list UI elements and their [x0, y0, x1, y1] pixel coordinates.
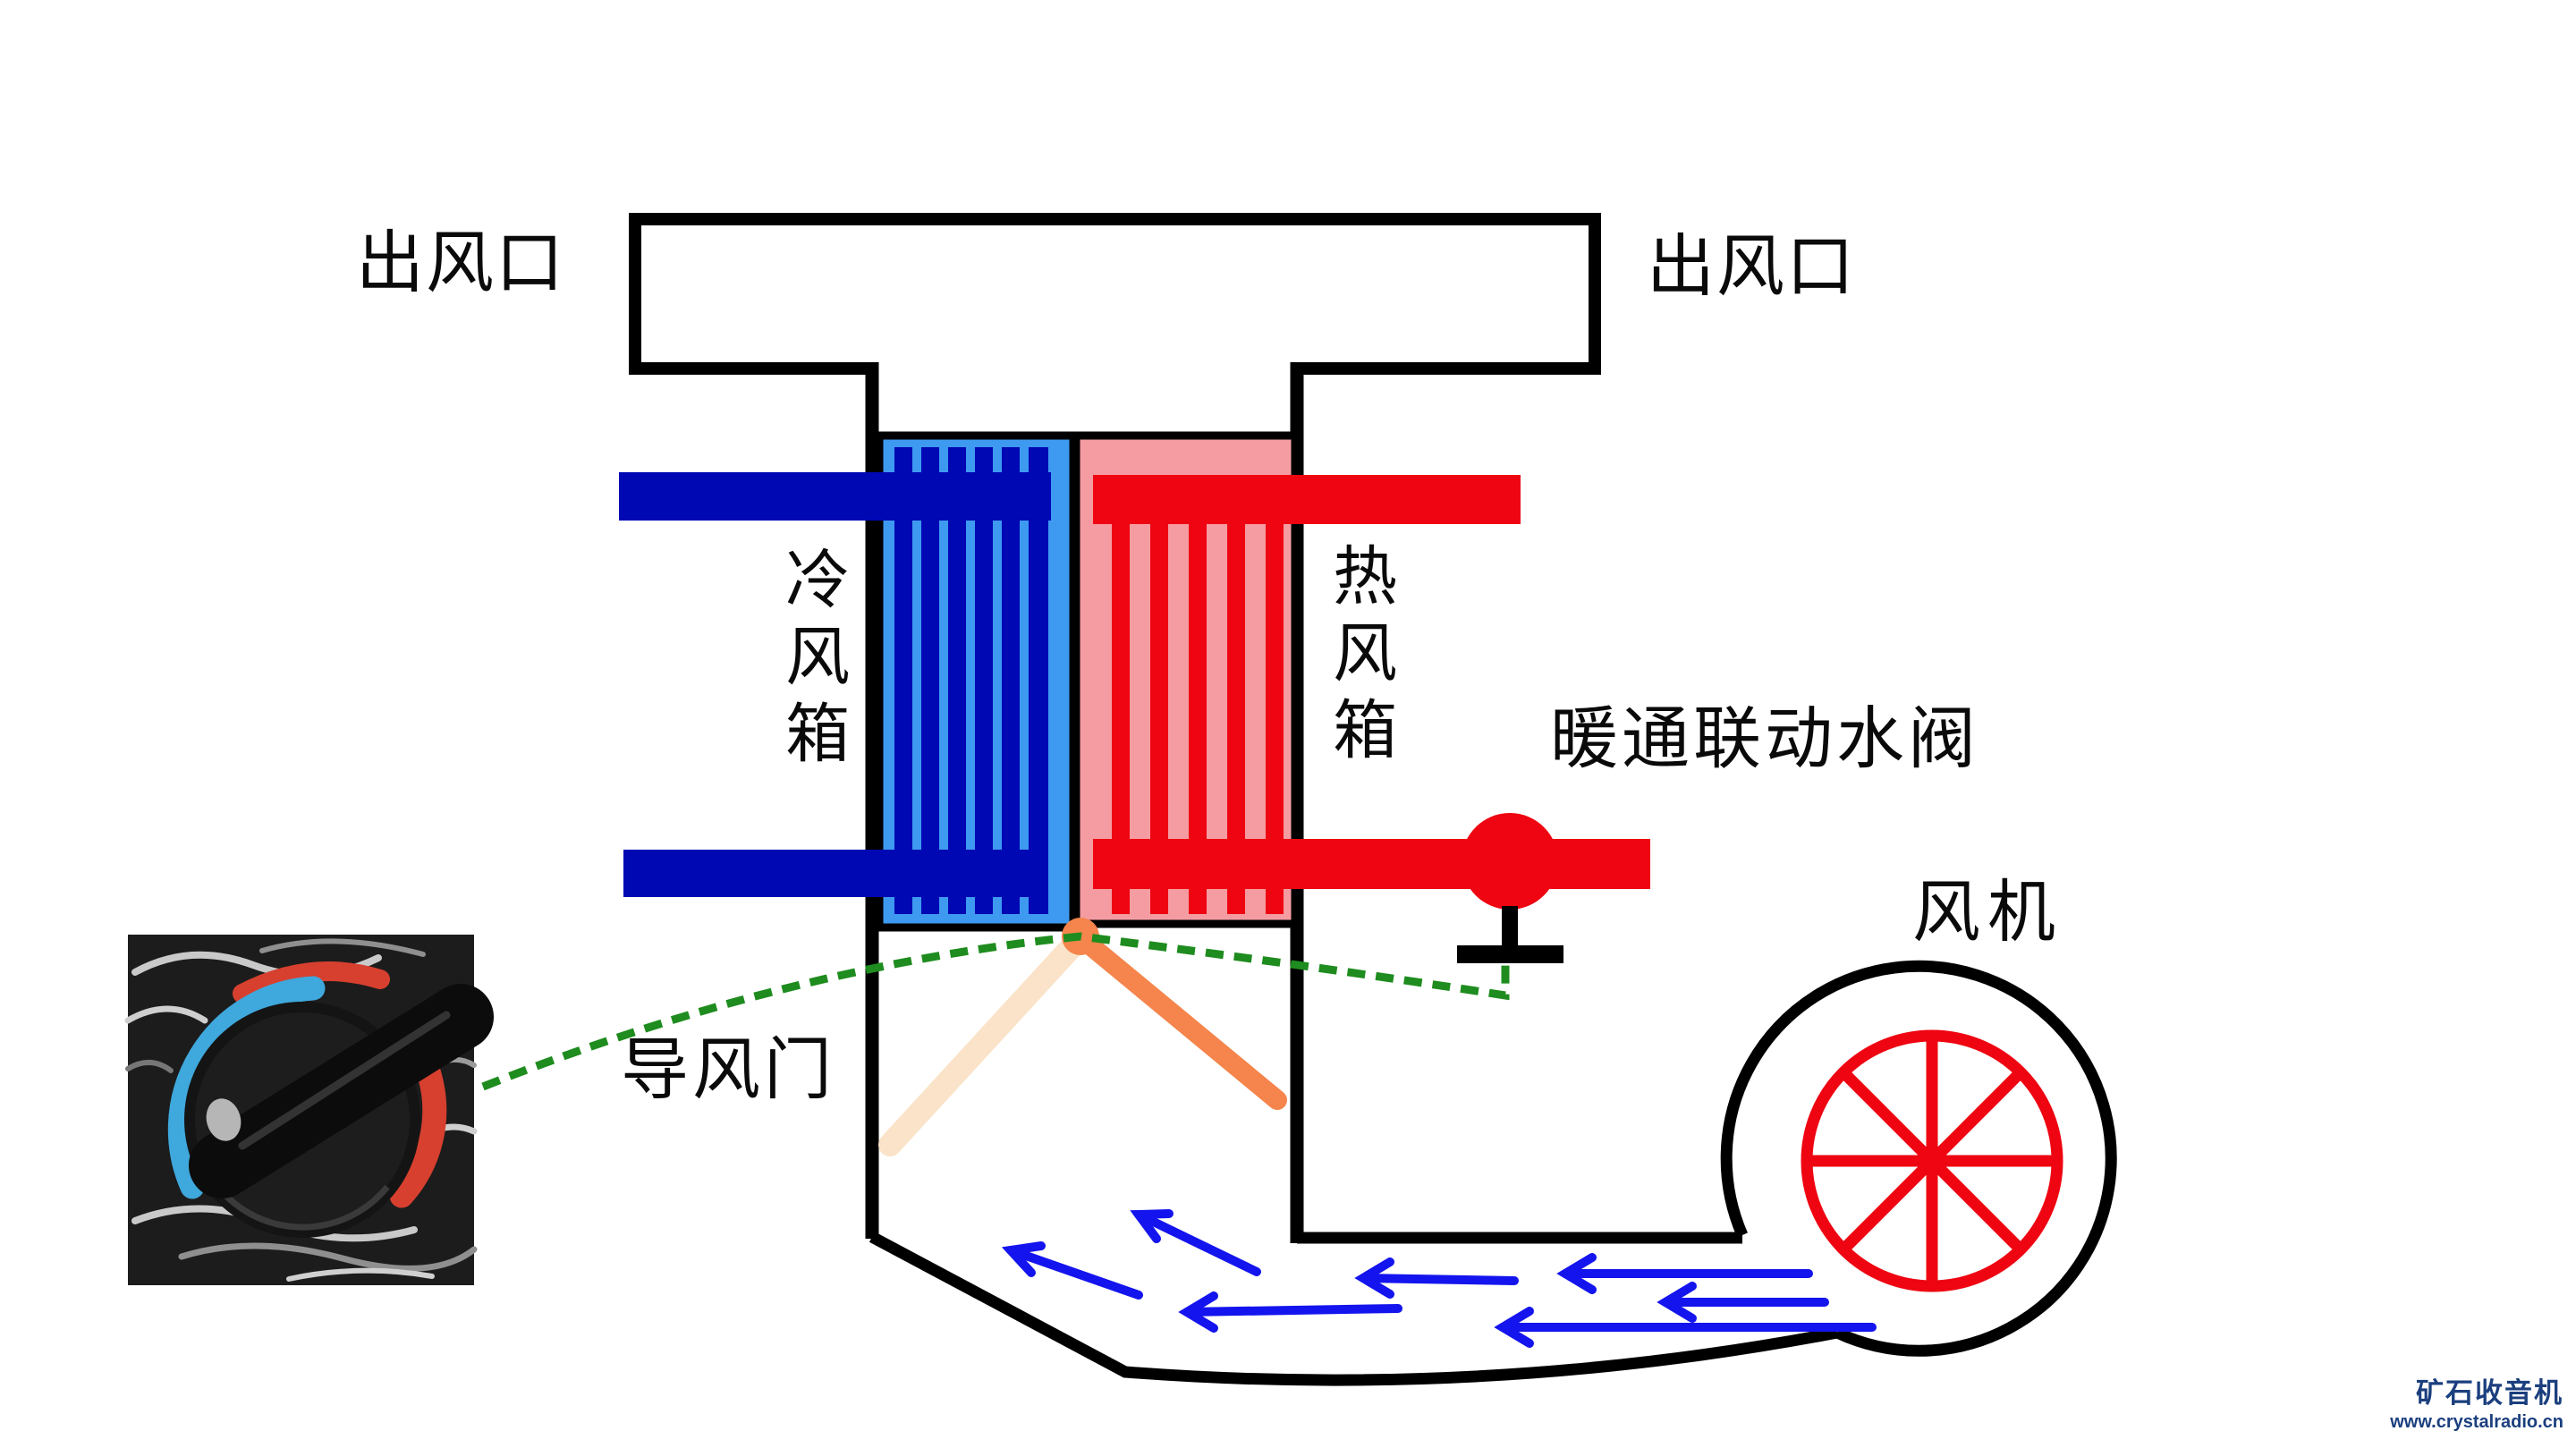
airflow-arrow [1001, 1241, 1143, 1300]
water-valve-ball [1462, 813, 1558, 910]
damper-flap [1071, 927, 1287, 1110]
knob-pointer-highlight [238, 1011, 451, 1150]
label-air-door: 导风门 [621, 1033, 835, 1108]
valve-base [1457, 945, 1563, 963]
airflow-arrow [1130, 1209, 1261, 1276]
fan-wheel [1801, 1029, 2063, 1292]
airflow-arrow [1657, 1282, 1829, 1323]
airflow-arrow [1556, 1253, 1813, 1294]
water-valve-mount [1457, 906, 1563, 963]
cold-water-pipes [619, 472, 1051, 897]
knob-pointer-lever [189, 984, 494, 1198]
cold-scale-arc [167, 976, 326, 1199]
airflow-arrows [1001, 1209, 1877, 1348]
cold-pipe-bottom [623, 850, 1045, 897]
watermark-site-url: www.crystalradio.cn [2390, 1412, 2563, 1431]
fan-scroll-housing [1720, 960, 2117, 1357]
knob-indicator-dot [206, 1098, 242, 1141]
bottom-duct-wall [869, 1232, 1839, 1386]
hot-water-pipes [1093, 475, 1650, 910]
cold-pipe-top [619, 472, 1051, 521]
temperature-knob-photo [124, 935, 494, 1285]
site-watermark: 矿石收音机 www.crystalradio.cn [2390, 1370, 2563, 1431]
hot-box-tubes [1112, 501, 1284, 914]
hot-scale-arc-top [233, 961, 390, 1003]
hot-pipe-bottom [1093, 839, 1650, 889]
watermark-site-name: 矿石收音机 [2416, 1377, 2563, 1409]
air-blend-damper [878, 918, 1287, 1156]
hot-pipe-top [1093, 475, 1521, 524]
valve-stem [1502, 906, 1518, 951]
label-hot-air-box: 热风箱 [1322, 542, 1394, 773]
label-fan: 风机 [1912, 876, 2063, 951]
outlet-plenum-outline [629, 213, 1601, 375]
label-water-valve: 暖通联动水阀 [1550, 702, 1979, 777]
cold-box-tubes [894, 447, 1048, 914]
label-air-outlet-right: 出风口 [1647, 230, 1856, 305]
airflow-arrow [1494, 1307, 1877, 1348]
airflow-arrow [1354, 1257, 1519, 1299]
label-air-outlet-left: 出风口 [356, 226, 565, 301]
label-cold-air-box: 冷风箱 [775, 546, 847, 776]
control-linkage-dashed-line [481, 932, 1510, 1091]
airflow-arrow [1178, 1291, 1402, 1333]
knob-rim-highlight [208, 1174, 390, 1231]
damper-flap-alt-position [878, 926, 1092, 1156]
